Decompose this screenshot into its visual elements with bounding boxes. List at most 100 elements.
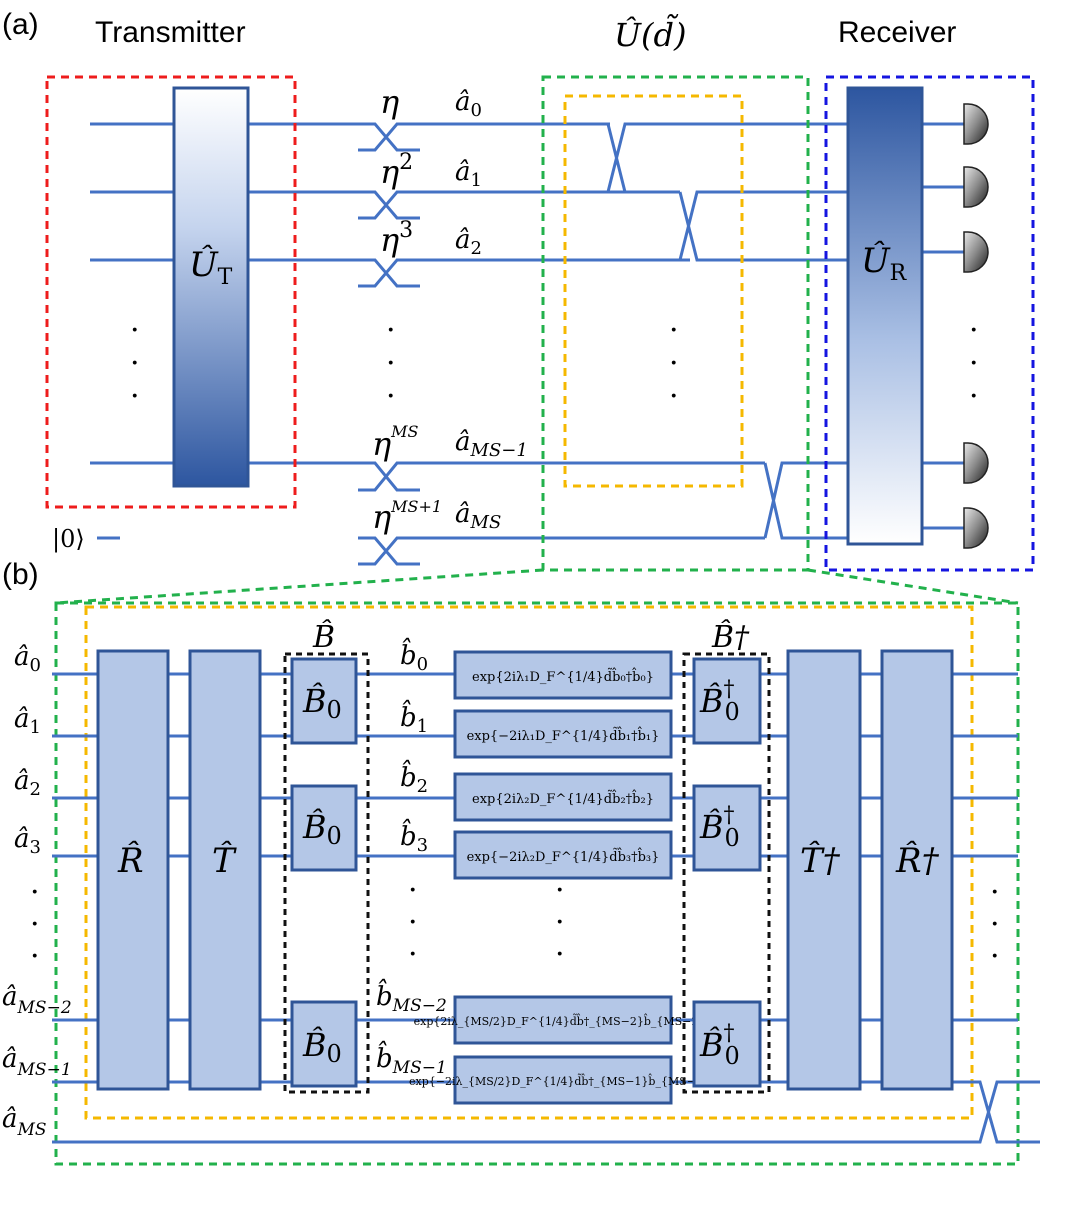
b0-gate xyxy=(290,1000,358,1088)
input-label-ams1: âMS−1 xyxy=(2,1044,72,1080)
exp-gate xyxy=(453,650,673,700)
b-mode-label-ms1: b̂MS−1 xyxy=(376,1040,447,1078)
transmitter-unitary-box xyxy=(172,86,250,488)
receiver-frame xyxy=(824,75,1035,572)
eta-label-1: η2 xyxy=(380,150,413,191)
svg-text:·: · xyxy=(990,939,1000,974)
exp-gate xyxy=(453,830,673,880)
b-mode-label-3: b̂3 xyxy=(400,818,428,856)
exp-gate-label: exp{−2iλ₁D_F^{1/4}d̃b̂₁†b̂₁} xyxy=(467,726,660,744)
mode-label-a0: â0 xyxy=(455,87,482,121)
svg-text:·: · xyxy=(669,313,679,348)
eta-labels: η η2 η3 ηMS ηMS+1 xyxy=(372,83,442,536)
input-label-a2: â2 xyxy=(14,766,41,800)
b-mode-label-1: b̂1 xyxy=(400,699,428,737)
rdag-operator-label: R̂† xyxy=(895,840,940,881)
rdag-operator-box xyxy=(880,649,954,1091)
receiver-label: Receiver xyxy=(838,16,956,49)
b0dag-gate-label: B̂†0 xyxy=(699,803,740,852)
output-ellipsis-b: · · · xyxy=(990,875,1000,974)
svg-text:·: · xyxy=(669,346,679,381)
detector-icon xyxy=(963,231,989,273)
transmitter-frame xyxy=(45,75,297,509)
mode-label-ams1: âMS−1 xyxy=(455,427,528,461)
b-mode-ellipsis: · · · xyxy=(408,873,418,972)
svg-text:·: · xyxy=(555,937,565,972)
zoom-frame xyxy=(54,601,1020,1166)
b0dag-gate-label: B̂†0 xyxy=(699,1021,740,1070)
svg-text:·: · xyxy=(30,875,40,910)
exp-gate-label: exp{2iλ₂D_F^{1/4}d̃b̂₂†b̂₂} xyxy=(472,789,654,807)
exp-gate xyxy=(453,995,673,1045)
eta-label-2: η3 xyxy=(380,218,413,259)
t-operator-box xyxy=(188,649,262,1091)
transmitter-label: Transmitter xyxy=(95,16,246,49)
svg-text:·: · xyxy=(130,379,140,414)
mode-label-a2: â2 xyxy=(455,225,482,259)
detector-icon xyxy=(963,507,989,549)
b0-gate xyxy=(290,784,358,872)
b-group-label: B̂ xyxy=(312,620,335,655)
detector-icon xyxy=(963,103,989,145)
panel-a-label: (a) xyxy=(2,8,39,41)
input-ellipsis-b: · · · xyxy=(30,875,40,974)
vacuum-label: |0⟩ xyxy=(52,525,85,554)
svg-text:·: · xyxy=(969,313,979,348)
svg-text:·: · xyxy=(408,873,418,908)
mode-label-ams: âMS xyxy=(455,499,501,533)
r-operator-box xyxy=(96,649,170,1091)
tdag-operator-label: T̂† xyxy=(800,840,841,881)
unitary-frame xyxy=(541,75,810,572)
b0-gates: B̂0 B̂0 B̂0 xyxy=(290,657,358,1088)
receiver-unitary-box xyxy=(846,86,924,546)
exp-gate xyxy=(453,772,673,822)
r-operator-label: R̂ xyxy=(117,840,144,881)
inner-unitary-frame xyxy=(563,94,744,488)
b-mode-label-2: b̂2 xyxy=(400,759,428,797)
b-mode-label-0: b̂0 xyxy=(400,637,428,675)
svg-text:·: · xyxy=(386,346,396,381)
b-group-frame xyxy=(283,652,370,1094)
input-label-a1: â1 xyxy=(14,704,41,738)
b0-gate-label: B̂0 xyxy=(302,808,342,850)
svg-text:·: · xyxy=(386,379,396,414)
ut-label: ÛT xyxy=(189,244,233,290)
panel-b-label: (b) xyxy=(2,558,39,591)
input-label-ams: âMS xyxy=(2,1104,47,1140)
exp-gate-label: exp{−2iλ₂D_F^{1/4}d̃b̂₃†b̂₃} xyxy=(467,847,660,865)
eta-label-ms: ηMS xyxy=(372,422,419,463)
b0dag-gates: B̂†0 B̂†0 B̂†0 xyxy=(692,657,762,1088)
bdag-group-label: B̂† xyxy=(711,620,750,655)
mode-labels-a: â0 â1 â2 âMS−1 âMS xyxy=(455,87,528,533)
exp-ellipsis: · · · xyxy=(555,873,565,972)
svg-text:·: · xyxy=(386,313,396,348)
t-operator-label: T̂ xyxy=(212,840,237,881)
svg-text:·: · xyxy=(990,875,1000,910)
exp-gate-label: exp{2iλ₁D_F^{1/4}d̃b̂₀†b̂₀} xyxy=(472,667,654,685)
inner-zoom-frame xyxy=(84,605,974,1120)
unitary-label: Û(d̃) xyxy=(614,15,686,54)
b0-gate-label: B̂0 xyxy=(302,1026,342,1068)
b0dag-gate-label: B̂†0 xyxy=(699,677,740,726)
input-label-ams2: âMS−2 xyxy=(2,982,72,1018)
bdag-group-frame xyxy=(682,652,771,1094)
svg-text:·: · xyxy=(130,346,140,381)
detector-icon xyxy=(963,166,989,208)
b0dag-gate xyxy=(692,1000,762,1088)
transmitter-ellipsis: · · · xyxy=(130,313,140,414)
b0dag-gate xyxy=(692,784,762,872)
tdag-operator-box xyxy=(786,649,862,1091)
svg-text:·: · xyxy=(969,346,979,381)
svg-text:·: · xyxy=(555,905,565,940)
mode-label-a1: â1 xyxy=(455,157,482,191)
detector-icon xyxy=(963,442,989,484)
zoom-line-right xyxy=(807,568,1019,605)
eta-label-0: η xyxy=(380,83,399,121)
svg-text:·: · xyxy=(408,905,418,940)
svg-text:·: · xyxy=(669,379,679,414)
svg-text:·: · xyxy=(30,939,40,974)
input-label-a0: â0 xyxy=(14,642,41,676)
svg-text:·: · xyxy=(969,379,979,414)
detectors xyxy=(963,103,989,549)
